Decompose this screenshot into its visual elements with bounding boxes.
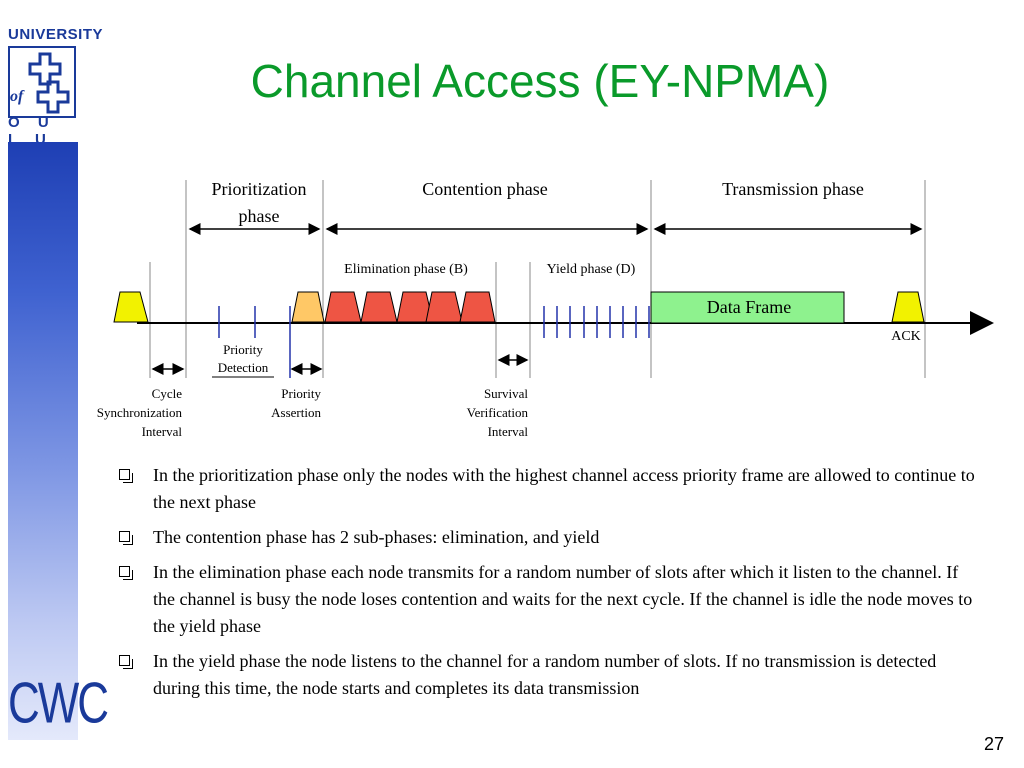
elimination-phase-label: Elimination phase (B) — [344, 262, 468, 277]
survival-verification-label-line3: Interval — [488, 424, 529, 439]
data-frame-box — [650, 291, 845, 324]
checkbox-bullet-icon — [119, 531, 133, 545]
cwc-logo: CWC — [8, 672, 109, 736]
ack-label: ACK — [891, 329, 921, 344]
elimination-slots — [324, 291, 496, 323]
checkbox-bullet-icon — [119, 655, 133, 669]
yield-phase-label: Yield phase (D) — [547, 262, 636, 277]
elimination-slot — [360, 291, 398, 323]
bullet-item: In the yield phase the node listens to t… — [115, 648, 975, 702]
cycle-sync-label-line2: Synchronization — [97, 405, 183, 420]
bullet-item: The contention phase has 2 sub-phases: e… — [115, 524, 975, 551]
cycle-sync-label-line3: Interval — [142, 424, 183, 439]
survival-verification-label-line2: Verification — [467, 405, 529, 420]
elimination-slot — [459, 291, 496, 323]
bullet-text: In the elimination phase each node trans… — [153, 562, 973, 636]
phase-boundary-lines — [149, 180, 926, 378]
page-number: 27 — [983, 734, 1004, 754]
checkbox-bullet-icon — [119, 469, 133, 483]
bullet-text: In the prioritization phase only the nod… — [153, 465, 975, 512]
cycle-sync-label-line1: Cycle — [152, 386, 183, 401]
data-frame-label: Data Frame — [707, 297, 791, 317]
priority-assertion-slot — [291, 291, 325, 323]
prioritization-label-line2: phase — [239, 206, 280, 226]
bullet-list: In the prioritization phase only the nod… — [115, 462, 975, 710]
transmission-phase-label: Transmission phase — [722, 179, 864, 199]
bullet-text: In the yield phase the node listens to t… — [153, 651, 937, 698]
logo-university-text: UNIVERSITY — [8, 26, 104, 43]
bullet-item: In the prioritization phase only the nod… — [115, 462, 975, 516]
ey-npma-timing-diagram: Prioritization phase Contention phase Tr… — [97, 179, 994, 439]
cycle-sync-slot — [113, 291, 149, 323]
yield-slots — [543, 306, 650, 338]
priority-detection-label-line2: Detection — [218, 360, 269, 375]
priority-assertion-label-line1: Priority — [281, 386, 321, 401]
sidebar-gradient-bar — [8, 142, 78, 740]
elimination-slot — [324, 291, 362, 323]
survival-verification-label-line1: Survival — [484, 386, 528, 401]
contention-phase-label: Contention phase — [422, 179, 547, 199]
logo-of-text: of — [10, 88, 24, 105]
logo-emblem-graphic — [28, 52, 70, 114]
priority-assertion-label-line2: Assertion — [271, 405, 321, 420]
logo-emblem — [8, 46, 76, 118]
prioritization-label-line1: Prioritization — [212, 179, 307, 199]
checkbox-bullet-icon — [119, 566, 133, 580]
bullet-item: In the elimination phase each node trans… — [115, 559, 975, 640]
elimination-slot — [425, 291, 463, 323]
priority-detection-label-line1: Priority — [223, 342, 263, 357]
bullet-text: The contention phase has 2 sub-phases: e… — [153, 527, 600, 547]
ack-slot — [891, 291, 925, 323]
page-title: Channel Access (EY-NPMA) — [250, 55, 830, 107]
